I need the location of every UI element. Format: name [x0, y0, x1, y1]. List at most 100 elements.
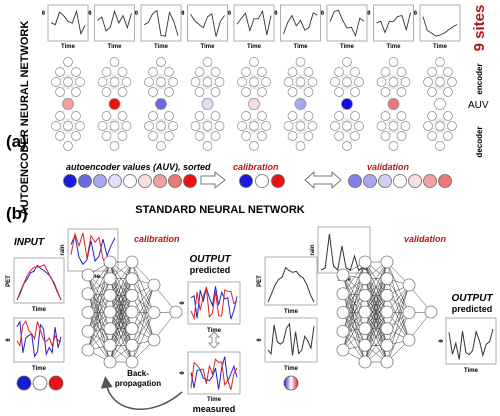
- svg-text:Time: Time: [387, 44, 402, 50]
- panel-a: AUTOENCODER NEURAL NETWORK (a) 9 sites e…: [6, 4, 489, 215]
- neuron-node: [257, 87, 267, 97]
- neuron-node: [103, 305, 117, 319]
- neuron-node: [295, 141, 306, 151]
- neuron-node: [358, 305, 372, 319]
- encoder-label: encoder: [475, 63, 484, 94]
- neuron-node: [342, 77, 352, 87]
- panel-b: (b) STANDARD NEURAL NETWORK INPUT calibr…: [6, 204, 497, 414]
- neuron-node: [71, 111, 81, 121]
- neuron-node: [350, 111, 360, 121]
- neuron-node: [156, 141, 166, 151]
- validation-mixed-auv-circle: [283, 375, 299, 391]
- validation-output-plot: θ Time: [439, 317, 497, 374]
- neuron-node: [307, 77, 318, 87]
- svg-text:Time: Time: [284, 309, 299, 315]
- svg-text:Time: Time: [340, 44, 355, 50]
- svg-text:Time: Time: [433, 44, 448, 50]
- neuron-node: [125, 322, 139, 336]
- auv-circle: [16, 375, 32, 391]
- neuron-node: [350, 67, 360, 77]
- neuron-node: [164, 131, 174, 141]
- neuron-node: [164, 87, 174, 97]
- neuron-node: [249, 121, 259, 131]
- neuron-node: [380, 87, 391, 97]
- sorted-to-calibration-arrow: [200, 170, 226, 190]
- svg-text:θ: θ: [321, 11, 324, 17]
- svg-text:θ: θ: [88, 11, 91, 17]
- neuron-node: [380, 255, 394, 269]
- autoencoder-network: [423, 57, 457, 151]
- neuron-node: [334, 131, 344, 141]
- calibration-network: [81, 255, 183, 369]
- neuron-node: [402, 306, 416, 319]
- neuron-node: [81, 343, 95, 357]
- neuron-node: [103, 338, 117, 352]
- neuron-node: [303, 131, 314, 141]
- neuron-node: [376, 121, 387, 131]
- neuron-node: [214, 77, 225, 87]
- neuron-node: [71, 131, 81, 141]
- auv-node: [62, 98, 74, 110]
- neuron-node: [121, 77, 132, 87]
- neuron-node: [55, 87, 65, 97]
- neuron-node: [190, 77, 201, 87]
- autoencoder-network: [237, 57, 271, 151]
- neuron-node: [241, 111, 251, 121]
- auv-node: [434, 98, 446, 110]
- backpropagation-arrow: [100, 376, 183, 410]
- auv-circle: [408, 174, 422, 188]
- neuron-node: [125, 288, 139, 302]
- neuron-node: [358, 272, 372, 286]
- predicted-label-calib: predicted: [190, 265, 231, 275]
- panel-a-label: (a): [6, 132, 27, 151]
- auv-node: [248, 98, 260, 110]
- neuron-node: [354, 77, 364, 87]
- decoder-label: decoder: [475, 126, 484, 157]
- output-label-valid: OUTPUT: [451, 293, 493, 304]
- neuron-node: [380, 322, 394, 336]
- neuron-node: [261, 77, 271, 87]
- neuron-node: [71, 87, 81, 97]
- svg-text:Time: Time: [207, 397, 222, 403]
- neuron-node: [148, 131, 158, 141]
- calibration-label-b: calibration: [134, 234, 180, 244]
- autoencoder-network: [330, 57, 364, 151]
- neuron-node: [330, 77, 340, 87]
- pet-input-plot: PET Time: [6, 257, 65, 313]
- auv-node: [341, 98, 353, 110]
- auv-circle: [239, 174, 253, 188]
- neuron-node: [109, 57, 120, 67]
- neuron-node: [125, 255, 139, 269]
- neuron-node: [336, 324, 350, 338]
- auv-node: [201, 98, 214, 110]
- auv-circle: [78, 174, 92, 188]
- auv-node: [155, 98, 167, 110]
- neuron-node: [423, 121, 433, 131]
- theta-input-plot: θ Time: [6, 317, 65, 372]
- neuron-node: [241, 131, 251, 141]
- neuron-node: [388, 77, 399, 87]
- neuron-node: [194, 87, 205, 97]
- neuron-node: [287, 87, 298, 97]
- auv-circle: [48, 375, 64, 391]
- neuron-node: [261, 121, 271, 131]
- neuron-node: [55, 67, 65, 77]
- svg-text:θ: θ: [135, 11, 138, 17]
- svg-text:θ: θ: [42, 11, 45, 17]
- neuron-node: [336, 268, 350, 282]
- calibration-auv-circles: [239, 174, 285, 188]
- neuron-node: [295, 57, 306, 67]
- svg-text:Time: Time: [284, 366, 299, 372]
- input-label: INPUT: [14, 237, 45, 248]
- neuron-node: [101, 131, 112, 141]
- neuron-node: [307, 121, 318, 131]
- neuron-node: [443, 67, 453, 77]
- neuron-node: [295, 121, 306, 131]
- neuron-node: [330, 121, 340, 131]
- neuron-node: [117, 131, 128, 141]
